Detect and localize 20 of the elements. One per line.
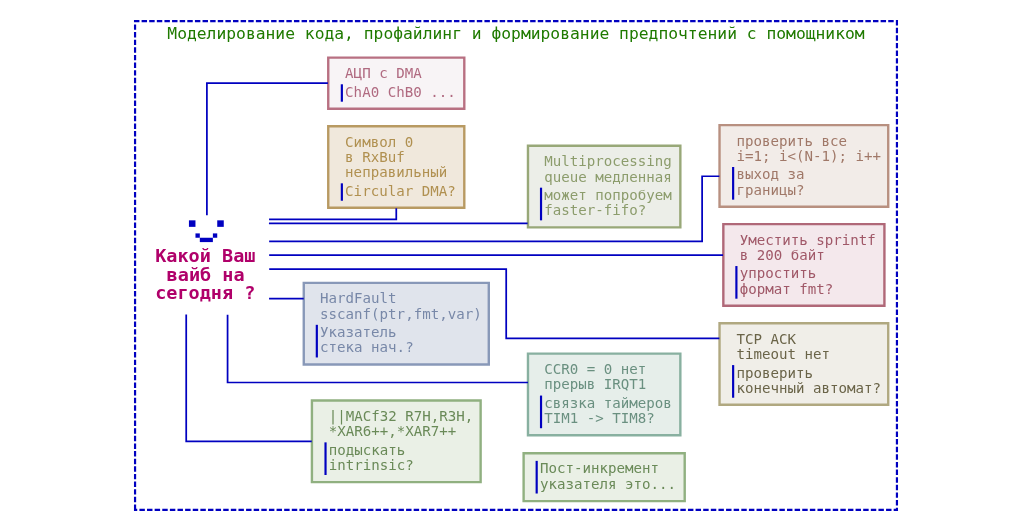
connector xyxy=(206,82,329,217)
connector xyxy=(185,313,313,443)
connector xyxy=(268,268,721,340)
connector xyxy=(226,313,529,384)
connector xyxy=(268,297,305,300)
connector xyxy=(268,207,398,221)
node-box: АЦП с DMA ChA0 ChB0 ... xyxy=(327,56,466,110)
connector xyxy=(268,222,529,225)
node-box: TCP ACK timeout нет проверить конечный автомат? xyxy=(718,322,890,406)
node-box: HardFault sscanf(ptr,fmt,var) Указатель стека нач.? xyxy=(302,281,490,366)
node-box: Символ 0 в RxBuf неправильный Circular DMA? xyxy=(327,125,466,209)
node-box: CCR0 = 0 нет прерыв IRQT1 связка таймеров TIM1 -> TIM8? xyxy=(526,352,682,437)
connector xyxy=(268,254,724,257)
node-box: Пост-инкремент указателя это... xyxy=(522,452,686,503)
connector xyxy=(268,175,721,243)
node-box: ||MACf32 R7H,R3H, *XAR6++,*XAR7++ подыскать intrinsic? xyxy=(310,399,482,484)
node-box: Multiprocessing queue медленная может попробуем faster-fifo? xyxy=(526,144,682,229)
node-box: Уместить sprintf в 200 байт упростить формат fmt? xyxy=(722,222,886,307)
node-label: Какой Ваш вайб на сегодня ? xyxy=(155,245,256,304)
node-box: проверить все i=1; i<(N-1); i++ выход за границы? xyxy=(718,123,890,208)
